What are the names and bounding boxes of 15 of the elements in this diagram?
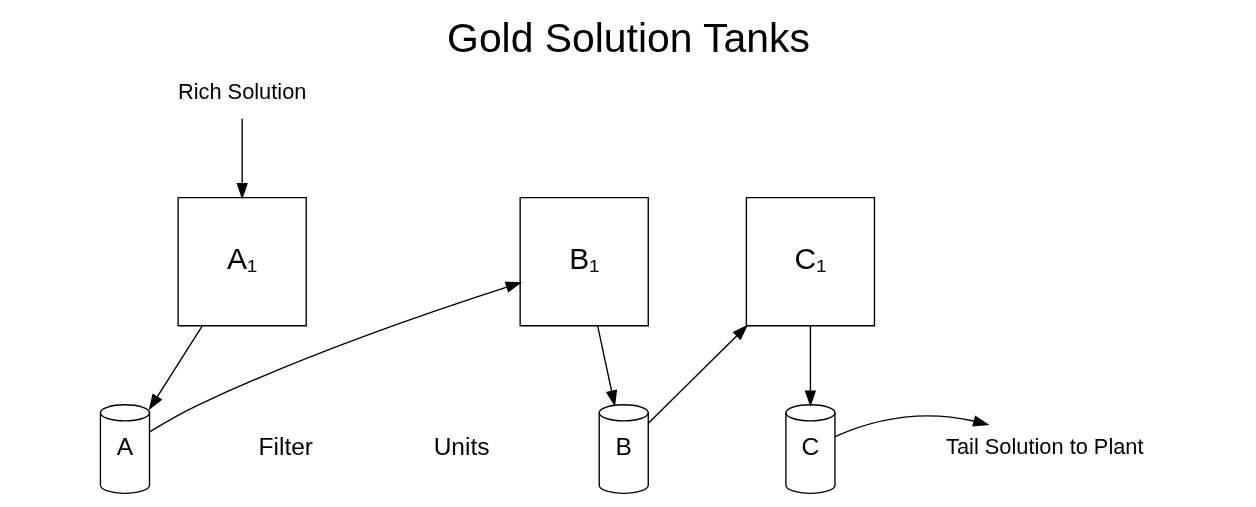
arrow (235, 118, 248, 200)
node-box: A₁ (176, 196, 307, 327)
arrow (596, 325, 617, 407)
arrow (833, 415, 989, 438)
diagram-title: Gold Solution Tanks (446, 14, 810, 61)
arrow (804, 325, 816, 407)
arrow (148, 281, 522, 433)
node-text: Rich Solution (177, 79, 306, 105)
node-box: B₁ (519, 196, 649, 327)
arrow (647, 324, 748, 424)
label: Filter (258, 433, 313, 461)
node-box: C₁ (745, 196, 875, 327)
arrow (148, 325, 203, 411)
node-text: Tail Solution to Plant (945, 434, 1144, 460)
label: Units (433, 433, 489, 461)
